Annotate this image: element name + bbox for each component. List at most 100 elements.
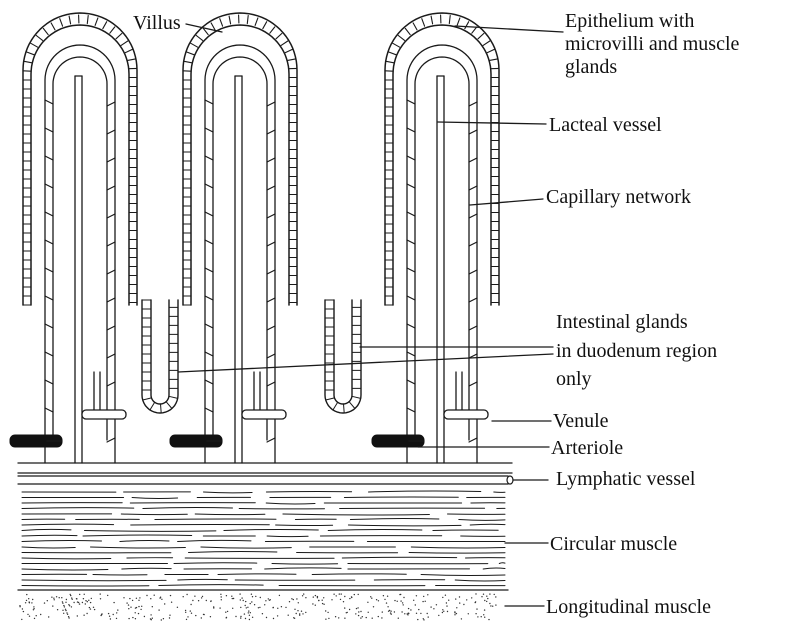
circular-muscle-fiber bbox=[178, 579, 228, 580]
capillary-rung bbox=[107, 298, 115, 302]
longitudinal-muscle-dot bbox=[415, 604, 416, 605]
circular-muscle-fiber bbox=[312, 574, 406, 575]
longitudinal-muscle-dot bbox=[29, 616, 30, 617]
longitudinal-muscle-dot bbox=[331, 599, 332, 600]
epithelial-cell bbox=[103, 22, 107, 29]
capillary-rung bbox=[267, 130, 275, 134]
capillary-rung bbox=[45, 156, 53, 160]
capillary-rung bbox=[107, 102, 115, 106]
longitudinal-muscle-dot bbox=[232, 608, 233, 609]
longitudinal-muscle-dot bbox=[423, 596, 424, 597]
longitudinal-muscle-dot bbox=[259, 607, 260, 608]
longitudinal-muscle-dot bbox=[486, 601, 487, 602]
longitudinal-muscle-dot bbox=[169, 617, 170, 618]
capillary-rung bbox=[469, 102, 477, 106]
longitudinal-muscle-dot bbox=[226, 595, 227, 596]
longitudinal-muscle-dot bbox=[277, 608, 278, 609]
capillary-rung bbox=[205, 380, 213, 384]
longitudinal-muscle-dot bbox=[408, 613, 409, 614]
capillary-rung bbox=[45, 352, 53, 356]
longitudinal-muscle-dot bbox=[250, 603, 251, 604]
longitudinal-muscle-dot bbox=[468, 613, 469, 614]
longitudinal-muscle-dot bbox=[83, 615, 84, 616]
venule bbox=[242, 410, 286, 419]
longitudinal-muscle-dot bbox=[195, 615, 196, 616]
epithelial-cell bbox=[60, 19, 63, 27]
longitudinal-muscle-dot bbox=[66, 612, 67, 613]
longitudinal-muscle-dot bbox=[100, 615, 101, 616]
longitudinal-muscle-dot bbox=[404, 613, 405, 614]
villus-2 bbox=[170, 13, 297, 463]
longitudinal-muscle-dot bbox=[325, 610, 326, 611]
gland-cell bbox=[326, 398, 335, 400]
longitudinal-muscle-dot bbox=[433, 608, 434, 609]
capillary-rung bbox=[107, 186, 115, 190]
longitudinal-muscle-dot bbox=[251, 601, 252, 602]
longitudinal-muscle-dot bbox=[152, 618, 153, 619]
longitudinal-muscle-dot bbox=[302, 595, 303, 596]
longitudinal-muscle-dot bbox=[44, 602, 45, 603]
longitudinal-muscle-dot bbox=[239, 593, 240, 594]
capillary-rung bbox=[205, 128, 213, 132]
epithelial-cell bbox=[393, 43, 400, 47]
label-epithelium-line-3: glands bbox=[565, 56, 617, 79]
epithelial-cell bbox=[422, 19, 425, 27]
capillary-rung bbox=[407, 268, 415, 272]
longitudinal-muscle-dot bbox=[164, 603, 165, 604]
epithelial-cell bbox=[478, 33, 484, 38]
longitudinal-muscle-dot bbox=[349, 609, 350, 610]
label-glands-line-2: in duodenum region bbox=[556, 340, 717, 363]
longitudinal-muscle-dot bbox=[71, 597, 72, 598]
intestinal-gland-1 bbox=[142, 300, 178, 413]
gland-cell bbox=[161, 404, 162, 413]
longitudinal-muscle-dot bbox=[315, 595, 316, 596]
gland-cell bbox=[349, 402, 355, 409]
circular-muscle-fiber bbox=[411, 547, 505, 548]
longitudinal-muscle-dot bbox=[146, 595, 147, 596]
longitudinal-muscle-dot bbox=[322, 603, 323, 604]
circular-muscle-fiber bbox=[178, 540, 251, 541]
circular-muscle-fiber bbox=[499, 563, 505, 564]
longitudinal-muscle-dot bbox=[408, 608, 409, 609]
longitudinal-muscle-dot bbox=[123, 597, 124, 598]
epithelial-cell bbox=[229, 16, 231, 24]
capillary-rung bbox=[267, 158, 275, 162]
epithelium-inner-edge bbox=[31, 25, 129, 305]
longitudinal-muscle-dot bbox=[456, 613, 457, 614]
longitudinal-muscle-dot bbox=[416, 613, 417, 614]
circular-muscle-fiber bbox=[272, 564, 338, 565]
epithelial-cell bbox=[405, 28, 410, 34]
longitudinal-muscle-dot bbox=[82, 602, 83, 603]
longitudinal-muscle-dot bbox=[422, 601, 423, 602]
longitudinal-muscle-dot bbox=[289, 601, 290, 602]
capillary-rung bbox=[267, 298, 275, 302]
longitudinal-muscle-dot bbox=[138, 600, 139, 601]
capillary-rung bbox=[45, 408, 53, 412]
capillary-inner-wall bbox=[213, 57, 267, 440]
venule bbox=[82, 410, 126, 419]
longitudinal-muscle-dot bbox=[344, 607, 345, 608]
longitudinal-muscle-dot bbox=[88, 600, 89, 601]
epithelium-inner-edge bbox=[393, 25, 491, 305]
longitudinal-muscle-dot bbox=[291, 598, 292, 599]
longitudinal-muscle-dot bbox=[438, 615, 439, 616]
capillary-rung bbox=[267, 270, 275, 274]
longitudinal-muscle-dot bbox=[265, 600, 266, 601]
longitudinal-muscle-dot bbox=[471, 597, 472, 598]
capillary-rung bbox=[267, 242, 275, 246]
circular-muscle-fiber bbox=[131, 524, 270, 525]
longitudinal-muscle-dot bbox=[161, 599, 162, 600]
circular-muscle-fiber bbox=[350, 519, 439, 520]
longitudinal-muscle-dot bbox=[481, 596, 482, 597]
gland-cell bbox=[150, 402, 155, 410]
longitudinal-muscle-dot bbox=[138, 613, 139, 614]
longitudinal-muscle-dot bbox=[297, 610, 298, 611]
longitudinal-muscle-dot bbox=[427, 613, 428, 614]
longitudinal-muscle-dot bbox=[489, 593, 490, 594]
capillary-outer-wall bbox=[205, 45, 275, 463]
epithelial-cell bbox=[125, 49, 132, 52]
longitudinal-muscle-dot bbox=[47, 600, 48, 601]
epithelial-cell bbox=[413, 23, 417, 30]
epithelial-cell bbox=[263, 22, 267, 29]
longitudinal-muscle-dot bbox=[459, 602, 460, 603]
